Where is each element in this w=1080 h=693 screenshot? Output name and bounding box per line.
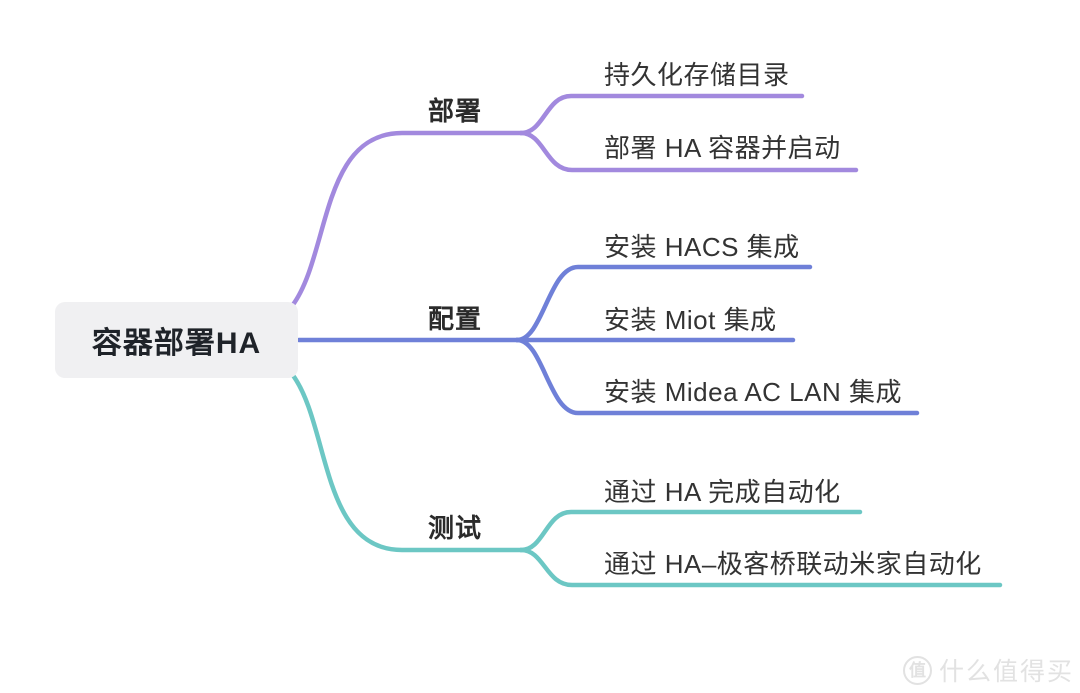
connector-test-child-2: [518, 547, 1003, 588]
child-node-deploy-ha-container[interactable]: 部署 HA 容器并启动: [604, 133, 841, 163]
connector-config-child-3: [514, 337, 920, 416]
watermark-logo-icon: 值: [903, 655, 932, 685]
connector-deploy-child-1: [518, 93, 805, 136]
connector-test-child-1: [518, 509, 863, 553]
branch-label-test[interactable]: 测试: [428, 513, 483, 543]
watermark-text: 什么值得买: [939, 658, 1075, 686]
watermark: 值 什么值得买: [903, 652, 1074, 688]
connector-root-to-deploy: [289, 130, 524, 309]
branch-deploy-connectors: [289, 93, 859, 309]
child-node-install-hacs[interactable]: 安装 HACS 集成: [604, 232, 800, 262]
branch-config-connectors: [296, 264, 920, 416]
child-node-ha-automation[interactable]: 通过 HA 完成自动化: [604, 477, 841, 507]
branch-label-config[interactable]: 配置: [428, 304, 483, 334]
root-node-label: 容器部署HA: [91, 327, 262, 360]
child-node-install-miot[interactable]: 安装 Miot 集成: [604, 305, 777, 335]
child-node-install-midea[interactable]: 安装 Midea AC LAN 集成: [604, 377, 902, 407]
connector-config-child-1: [514, 264, 813, 343]
connector-root-to-test: [289, 371, 524, 553]
branch-test-connectors: [289, 371, 1003, 588]
connector-deploy-child-2: [518, 130, 859, 173]
child-node-persistent-storage[interactable]: 持久化存储目录: [604, 60, 790, 90]
root-node[interactable]: 容器部署HA: [55, 302, 298, 378]
child-node-ha-geekbridge-mijia[interactable]: 通过 HA–极客桥联动米家自动化: [604, 549, 982, 579]
branch-label-deploy[interactable]: 部署: [428, 96, 483, 126]
